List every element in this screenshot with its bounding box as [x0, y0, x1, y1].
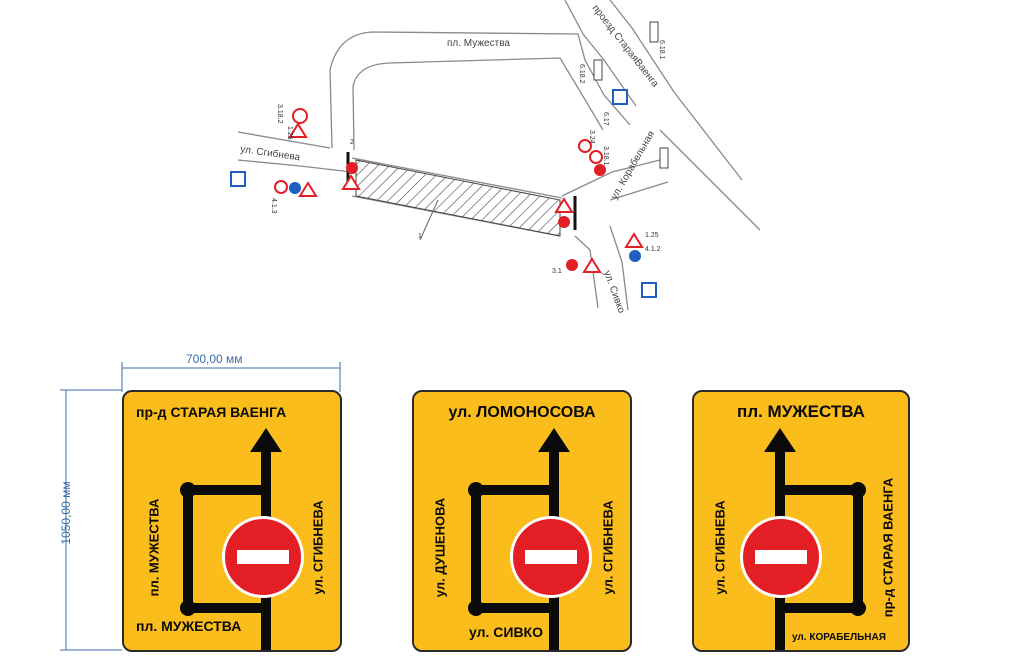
sign-3-top-street: пл. МУЖЕСТВА — [737, 402, 865, 421]
label-korabelnaya: ул. Корабельная — [608, 129, 657, 202]
sign-6-17-icon — [230, 171, 246, 187]
sign-1-25-icon — [582, 257, 602, 273]
sign-1-top-street: пр-д СТАРАЯ ВАЕНГА — [136, 404, 287, 420]
sign-3-24-icon — [589, 150, 603, 164]
sign-6-17-icon — [641, 282, 657, 298]
sign-3-right-street: пр-д СТАРАЯ ВАЕНГА — [880, 477, 896, 618]
sign-3-18-2-icon — [292, 108, 308, 124]
sign-3-bottom-street: ул. КОРАБЕЛЬНАЯ — [792, 632, 886, 643]
detour-sign-1: пр-д СТАРАЯ ВАЕНГА пл. МУЖЕСТВА ул. СГИБ… — [122, 390, 342, 652]
no-entry-sign-icon — [740, 516, 822, 598]
width-dimension: 700,00 мм — [186, 352, 243, 366]
code-3-24: 3.24 — [588, 130, 595, 144]
callout-number: 1 — [418, 233, 422, 240]
sign-3-1-icon — [566, 259, 578, 271]
sign-1-bottom-street: пл. МУЖЕСТВА — [136, 618, 242, 634]
sign-3-1-icon — [558, 216, 570, 228]
code-3-1: 3.1 — [552, 268, 562, 275]
sign-1-right-street: ул. СГИБНЕВА — [310, 500, 326, 595]
sign-1-25-icon — [624, 232, 644, 248]
label-sivko: ул. Сивко — [601, 269, 627, 315]
sign-3-24-icon — [274, 180, 288, 194]
sign-1-25-icon — [298, 181, 318, 197]
sign-2-left-street: ул. ДУШЕНОВА — [432, 497, 448, 598]
sign-1-25-icon — [288, 122, 308, 138]
sign-1-25-icon — [341, 174, 361, 190]
sign-4-1-2-icon — [629, 250, 641, 262]
sign-3-left-street: ул. СГИБНЕВА — [712, 500, 728, 595]
code-3-18-2: 3.18.2 — [276, 104, 283, 124]
sign-2-top-street: ул. ЛОМОНОСОВА — [448, 404, 596, 421]
sign-2-right-street: ул. СГИБНЕВА — [600, 500, 616, 595]
sign-6-18-2-icon — [593, 59, 603, 81]
sign-6-17-icon — [612, 89, 628, 105]
label-sgibneva: ул. Сгибнева — [240, 143, 302, 163]
code-6-18-2: 6.18.2 — [578, 64, 585, 84]
sign-1-left-street: пл. МУЖЕСТВА — [146, 498, 162, 597]
code-1-25-b: 1.25 — [645, 232, 659, 239]
label-muzhestva: пл. Мужества — [447, 38, 510, 49]
sign-6-18-1-icon — [659, 147, 669, 169]
callout-line — [419, 199, 439, 241]
scheme-signs — [230, 21, 669, 298]
detour-sign-3: пл. МУЖЕСТВА ул. СГИБНЕВА пр-д СТАРАЯ ВА… — [692, 390, 910, 652]
no-entry-sign-icon — [510, 516, 592, 598]
code-6-17: 6.17 — [602, 112, 609, 126]
traffic-scheme: пл. Мужества проезд СтараяВаенга ул. Сги… — [0, 0, 1024, 330]
closed-section — [355, 159, 561, 237]
sign-1-25-icon — [554, 197, 574, 213]
sign-3-1-icon — [346, 162, 358, 174]
code-3-18-1: 3.18.1 — [602, 146, 609, 166]
height-dimension: 1050,00 мм — [59, 481, 73, 545]
sign-3-18-1-icon — [578, 139, 592, 153]
sign-code-labels: 3.18.2 1.25 6.18.2 6.17 3.24 3.18.1 6.18… — [270, 40, 665, 275]
sign-2-bottom-street: ул. СИВКО — [469, 624, 543, 640]
code-4-1-2: 4.1.2 — [645, 246, 661, 253]
detour-sign-2: ул. ЛОМОНОСОВА ул. ДУШЕНОВА ул. СГИБНЕВА… — [412, 390, 632, 652]
sign-4-1-3-icon — [289, 182, 301, 194]
code-6-18-1: 6.18.1 — [658, 40, 665, 60]
no-entry-sign-icon — [222, 516, 304, 598]
code-2: 2 — [350, 139, 354, 146]
code-1-25: 1.25 — [286, 126, 293, 140]
sign-3-1-icon — [594, 164, 606, 176]
road-scheme-drawing: пл. Мужества проезд СтараяВаенга ул. Сги… — [230, 0, 761, 315]
code-4-1-3: 4.1.3 — [270, 198, 277, 214]
sign-6-18-1-icon — [649, 21, 659, 43]
